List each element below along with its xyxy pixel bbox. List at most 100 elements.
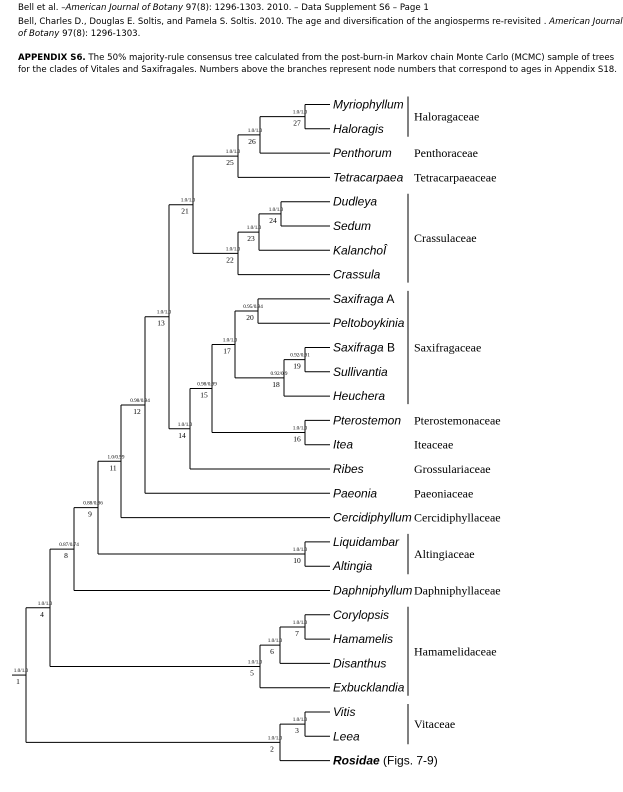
- node-11-number: 11: [109, 463, 116, 472]
- citation-authors: Bell et al. –: [18, 3, 66, 13]
- taxon-label: Exbucklandia: [333, 681, 405, 695]
- family-label: Vitaceae: [414, 717, 455, 731]
- taxon-name: Vitis: [333, 705, 355, 719]
- node-22-support: 1.0/1.0: [226, 246, 241, 252]
- node-22-number: 22: [226, 255, 234, 264]
- taxon-label: Sedum: [333, 219, 371, 233]
- node-17-support: 1.0/1.0: [223, 337, 238, 343]
- taxon-name: Crassula: [333, 268, 381, 282]
- node-3-number: 3: [295, 726, 299, 735]
- node-14-support: 1.0/1.0: [178, 422, 193, 428]
- family-label: Penthoraceae: [414, 146, 478, 160]
- node-24-number: 24: [269, 216, 277, 225]
- citation-line: Bell et al. –American Journal of Botany …: [18, 3, 429, 13]
- taxon-label: Leea: [333, 729, 360, 743]
- taxon-label: Myriophyllum: [333, 98, 404, 112]
- node-27-number: 27: [293, 119, 301, 128]
- reference-volume: 97(8): 1296-1303.: [59, 29, 141, 39]
- node-21-number: 21: [181, 207, 189, 216]
- taxon-name: KalanchoÎ: [333, 242, 388, 257]
- node-18-number: 18: [272, 380, 280, 389]
- taxon-name: Pterostemon: [333, 413, 401, 427]
- appendix-text: The 50% majority-rule consensus tree cal…: [85, 53, 615, 63]
- family-label: Daphniphyllaceae: [414, 584, 501, 598]
- appendix-caption-line-2: for the clades of Vitales and Saxifragal…: [18, 65, 617, 75]
- taxon-label: Cercidiphyllum: [333, 511, 412, 525]
- node-24-support: 1.0/1.0: [269, 207, 284, 213]
- taxon-name: Saxifraga: [333, 341, 384, 355]
- taxon-label: Rosidae (Figs. 7-9): [333, 754, 438, 768]
- family-label: Altingiaceae: [414, 547, 475, 561]
- node-20-number: 20: [246, 313, 254, 322]
- family-label: Iteaceae: [414, 438, 453, 452]
- node-9-support: 0.88/0.86: [83, 501, 103, 507]
- reference-journal-cont: of Botany: [18, 29, 60, 39]
- citation-journal: American Journal of Botany: [65, 3, 184, 13]
- taxon-label: Daphniphyllum: [333, 584, 412, 598]
- taxon-name: Altingia: [332, 559, 373, 573]
- node-14-number: 14: [178, 431, 186, 440]
- taxon-name: Myriophyllum: [333, 98, 404, 112]
- node-20-support: 0.95/0.94: [243, 304, 263, 310]
- taxon-name: Liquidambar: [333, 535, 400, 549]
- taxon-label: Tetracarpaea: [333, 170, 404, 184]
- taxon-name: Peltoboykinia: [333, 316, 405, 330]
- appendix-text-cont: for the clades of Vitales and Saxifragal…: [18, 65, 618, 75]
- taxon-label: Paeonia: [333, 486, 377, 500]
- node-2-number: 2: [270, 744, 274, 753]
- taxon-label: Saxifraga B: [333, 341, 395, 355]
- node-12-number: 12: [133, 407, 141, 416]
- taxon-name: Dudleya: [333, 195, 377, 209]
- taxon-label: Altingia: [332, 559, 373, 573]
- family-label: Crassulaceae: [414, 231, 477, 245]
- node-3-support: 1.0/1.0: [293, 717, 308, 723]
- taxon-name: Leea: [333, 729, 360, 743]
- taxon-label: Haloragis: [333, 122, 384, 136]
- taxon-name: Saxifraga: [333, 292, 384, 306]
- appendix-label: APPENDIX S6.: [18, 53, 86, 63]
- node-15-number: 15: [200, 391, 208, 400]
- node-6-support: 1.0/1.0: [268, 638, 283, 644]
- family-label: Tetracarpaeaceae: [414, 170, 496, 184]
- node-26-support: 1.0/1.0: [248, 128, 263, 134]
- taxon-name: Exbucklandia: [333, 681, 405, 695]
- node-18-support: 0.92/0.9: [270, 371, 287, 377]
- node-26-number: 26: [248, 137, 256, 146]
- family-label: Grossulariaceae: [414, 462, 491, 476]
- taxon-label: Heuchera: [333, 389, 385, 403]
- node-7-support: 1.0/1.0: [293, 620, 308, 626]
- reference-text: Bell, Charles D., Douglas E. Soltis, and…: [18, 17, 547, 27]
- taxon-name: Paeonia: [333, 486, 377, 500]
- node-21-support: 1.0/1.0: [181, 198, 196, 204]
- family-label: Paeoniaceae: [414, 486, 473, 500]
- node-19-support: 0.92/0.91: [290, 353, 310, 359]
- taxon-name: Sullivantia: [333, 365, 388, 379]
- reference-line-1: Bell, Charles D., Douglas E. Soltis, and…: [18, 17, 623, 27]
- tree-branches: [12, 96, 409, 762]
- taxon-name: Heuchera: [333, 389, 385, 403]
- taxon-label: Ribes: [333, 462, 364, 476]
- node-8-number: 8: [64, 551, 68, 560]
- node-8-support: 0.87/0.74: [59, 542, 79, 548]
- node-1-support: 1.0/1.0: [14, 668, 29, 674]
- taxon-label: Itea: [333, 438, 353, 452]
- node-5-support: 1.0/1.0: [248, 659, 263, 665]
- node-19-number: 19: [293, 362, 301, 371]
- node-9-number: 9: [88, 510, 92, 519]
- taxon-label: Pterostemon: [333, 413, 401, 427]
- node-13-support: 1.0/1.0: [157, 310, 172, 316]
- taxon-label: Saxifraga A: [333, 292, 394, 306]
- family-label: Saxifragaceae: [414, 341, 481, 355]
- taxon-name: Disanthus: [333, 656, 386, 670]
- taxon-name: Itea: [333, 438, 353, 452]
- taxon-name: Rosidae: [333, 754, 380, 768]
- taxon-label: Vitis: [333, 705, 355, 719]
- node-11-support: 1.0/0.99: [107, 454, 124, 460]
- node-25-support: 1.0/1.0: [226, 149, 241, 155]
- node-27-support: 1.0/1.0: [293, 110, 308, 116]
- taxon-label: KalanchoÎ: [333, 242, 388, 257]
- taxon-suffix: B: [384, 341, 395, 355]
- node-10-number: 10: [293, 556, 301, 565]
- node-7-number: 7: [295, 629, 299, 638]
